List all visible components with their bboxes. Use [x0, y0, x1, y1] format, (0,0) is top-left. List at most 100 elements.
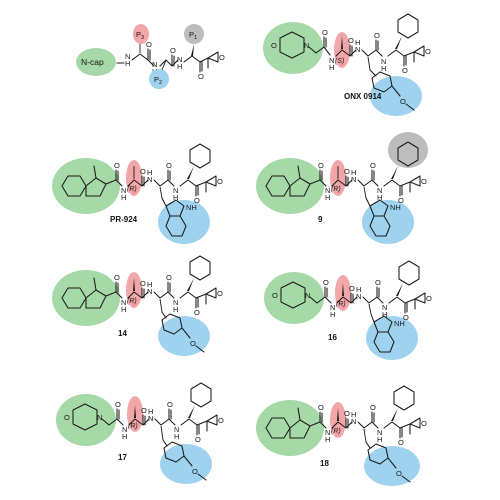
nh-h: H	[121, 193, 126, 202]
nh-n: N	[351, 175, 356, 184]
stereo-r: (R)	[336, 301, 346, 308]
epoxide-o: O	[219, 53, 225, 62]
epoxide-o: O	[425, 47, 431, 56]
o-atom: O	[370, 161, 376, 170]
o-atom: O	[318, 403, 324, 412]
nh-n: N	[355, 45, 360, 54]
nh-h: H	[173, 305, 178, 314]
nh-n: N	[147, 175, 152, 184]
nh-n: N	[173, 298, 178, 307]
methoxy-o: O	[192, 467, 198, 476]
nh-n: N	[382, 303, 387, 312]
o-atom: O	[318, 161, 324, 170]
nh-h: H	[121, 305, 126, 314]
compound-label-18: 18	[320, 459, 329, 468]
compound-onx0914: O N O N H (S) O N H O O N H	[263, 13, 431, 116]
indole-nh: NH	[186, 203, 197, 212]
morpholine-n: N	[97, 413, 102, 422]
compound-label-16: 16	[328, 333, 337, 342]
o-atom: O	[166, 273, 172, 282]
nh-n: N	[325, 186, 330, 195]
epoxide-o: O	[218, 416, 224, 425]
o-atom: O	[140, 279, 146, 288]
p2-highlight	[160, 444, 212, 484]
stereo-r: (R)	[128, 423, 138, 430]
nh-p3-n: N	[125, 52, 130, 61]
general-scaffold: N-cap H N P3 O H N P2 O N H P1 O O	[76, 24, 225, 89]
nh-n: N	[351, 417, 356, 426]
ncap-highlight	[264, 272, 324, 324]
nh-h: H	[330, 310, 335, 319]
indole-nh: NH	[390, 203, 401, 212]
o-atom: O	[374, 31, 380, 40]
epoxide-o: O	[426, 294, 432, 303]
nh-n: N	[122, 425, 127, 434]
o-atom: O	[198, 72, 204, 81]
o-atom: O	[141, 406, 147, 415]
p3-highlight	[133, 24, 149, 44]
morpholine-o: O	[64, 413, 70, 422]
morpholine-o: O	[271, 41, 277, 50]
epoxide-o: O	[421, 177, 427, 186]
nh-n: N	[147, 287, 152, 296]
ketone-o: O	[402, 66, 408, 75]
ketone-o: O	[398, 196, 404, 205]
nh-p2-n: N	[152, 60, 157, 69]
o-atom: O	[140, 167, 146, 176]
stereo-r: (R)	[127, 186, 137, 193]
ketone-o: O	[195, 435, 201, 444]
nh-h: H	[174, 432, 179, 441]
p2-highlight	[158, 316, 210, 356]
p1-highlight	[388, 132, 428, 168]
nh-h: H	[147, 280, 152, 289]
o-atom: O	[167, 400, 173, 409]
compound-label-9: 9	[318, 215, 323, 224]
nh-n: N	[325, 428, 330, 437]
nh-n: N	[173, 186, 178, 195]
ncap-highlight	[56, 394, 116, 446]
nh-h: H	[122, 432, 127, 441]
nh-h: H	[382, 310, 387, 319]
compound-16: O N O N H (R) O N H NH O N H	[264, 260, 432, 360]
nh-n: N	[356, 292, 361, 301]
o-atom: O	[114, 161, 120, 170]
nh-h: H	[351, 168, 356, 177]
epoxide-o: O	[217, 177, 223, 186]
nh-h: H	[356, 285, 361, 294]
compound-9: O N H (R) O N H NH O N H O	[256, 132, 428, 244]
o-atom: O	[166, 161, 172, 170]
nh-p1-h: H	[177, 62, 182, 71]
stereo-r: (R)	[331, 428, 341, 435]
nh-n: N	[121, 298, 126, 307]
compound-label-pr924: PR-924	[110, 215, 138, 224]
o-atom: O	[370, 403, 376, 412]
compound-17: O N O N H (R) O N H O O N H	[56, 382, 224, 484]
nh-n: N	[381, 57, 386, 66]
nh-n: N	[377, 186, 382, 195]
nh-p1-n: N	[177, 55, 182, 64]
p1-highlight	[184, 24, 204, 44]
o-atom: O	[323, 278, 329, 287]
ncap-highlight	[76, 48, 116, 76]
nh-h: H	[351, 410, 356, 419]
compound-label-onx0914: ONX 0914	[344, 92, 382, 101]
nh-h: H	[325, 193, 330, 202]
ncap-highlight	[263, 22, 323, 74]
nh-h: H	[173, 193, 178, 202]
methoxy-o: O	[190, 339, 196, 348]
o-atom: O	[146, 40, 152, 49]
compound-label-17: 17	[118, 453, 127, 462]
nh-n: N	[148, 414, 153, 423]
stereo-r: (R)	[331, 186, 341, 193]
nh-h: H	[148, 407, 153, 416]
ncap-label: N-cap	[81, 57, 104, 67]
o-atom: O	[115, 400, 121, 409]
ketone-o: O	[194, 196, 200, 205]
stereo-s: (S)	[335, 58, 344, 65]
o-atom: O	[344, 167, 350, 176]
indole-nh: NH	[394, 319, 405, 328]
p2-highlight	[364, 446, 420, 486]
o-atom: O	[170, 46, 176, 55]
nh-p3-h: H	[125, 59, 130, 68]
